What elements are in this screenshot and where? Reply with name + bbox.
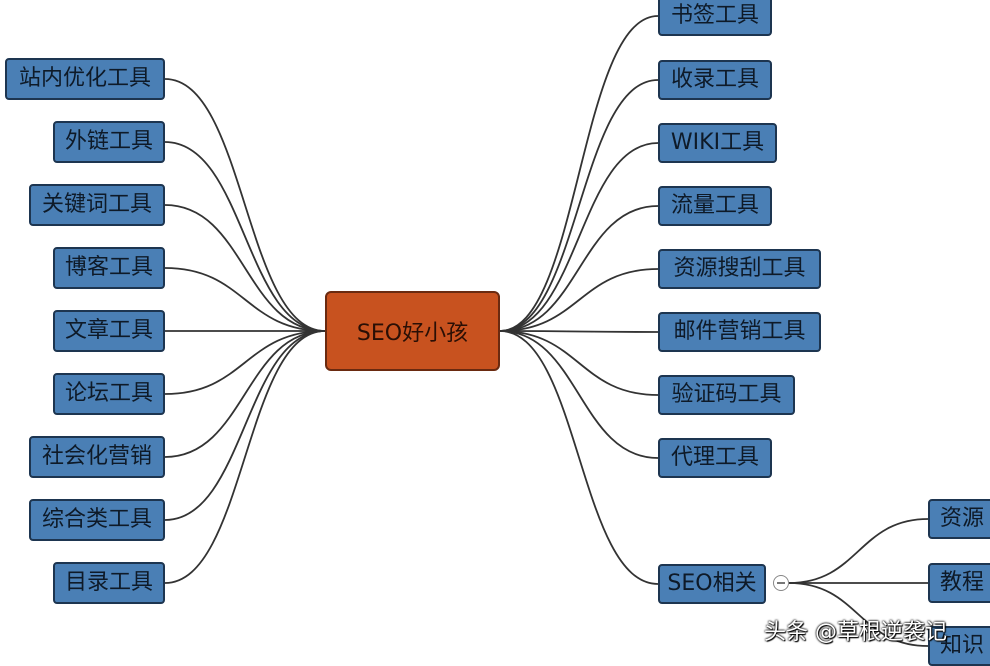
node-proxy-tools[interactable]: 代理工具 bbox=[658, 438, 772, 478]
connector-left-1 bbox=[164, 141, 326, 332]
node-forum-tools[interactable]: 论坛工具 bbox=[53, 373, 165, 415]
node-wiki-tools[interactable]: WIKI工具 bbox=[658, 123, 777, 163]
connector-right-1 bbox=[499, 79, 659, 332]
connector-right-3 bbox=[499, 205, 659, 332]
connector-left-5 bbox=[164, 330, 326, 395]
connector-right-0 bbox=[499, 15, 659, 332]
connector-left-0 bbox=[164, 78, 326, 332]
node-email-marketing-tools[interactable]: 邮件营销工具 bbox=[658, 312, 821, 352]
watermark: 头条 @草根逆袭记 bbox=[764, 620, 947, 645]
node-keyword-tools[interactable]: 关键词工具 bbox=[29, 184, 165, 226]
node-blog-tools[interactable]: 博客工具 bbox=[53, 247, 165, 289]
node-onsite-optimization-tools[interactable]: 站内优化工具 bbox=[5, 58, 165, 100]
central-topic[interactable]: SEO好小孩 bbox=[325, 291, 500, 371]
node-tutorials[interactable]: 教程 bbox=[928, 563, 990, 603]
node-comprehensive-tools[interactable]: 综合类工具 bbox=[29, 499, 165, 541]
connector-right-8 bbox=[499, 330, 659, 585]
connector-right-7 bbox=[499, 330, 659, 459]
connector-right-2 bbox=[499, 142, 659, 332]
connector-left-7 bbox=[164, 330, 326, 521]
connector-seo-0 bbox=[788, 518, 929, 584]
connector-seo-2 bbox=[788, 582, 929, 647]
node-traffic-tools[interactable]: 流量工具 bbox=[658, 186, 772, 226]
node-captcha-tools[interactable]: 验证码工具 bbox=[658, 375, 795, 415]
node-article-tools[interactable]: 文章工具 bbox=[53, 310, 165, 352]
connector-left-2 bbox=[164, 204, 326, 332]
node-directory-tools[interactable]: 目录工具 bbox=[53, 562, 165, 604]
connector-right-4 bbox=[499, 268, 659, 332]
node-resources[interactable]: 资源 bbox=[928, 499, 990, 539]
collapse-toggle-icon[interactable] bbox=[773, 575, 789, 591]
node-resource-scraping-tools[interactable]: 资源搜刮工具 bbox=[658, 249, 821, 289]
connector-left-6 bbox=[164, 330, 326, 458]
node-bookmark-tools[interactable]: 书签工具 bbox=[658, 0, 772, 36]
node-seo-related[interactable]: SEO相关 bbox=[658, 564, 766, 604]
node-social-marketing[interactable]: 社会化营销 bbox=[29, 436, 165, 478]
node-indexing-tools[interactable]: 收录工具 bbox=[658, 60, 772, 100]
connector-right-6 bbox=[499, 330, 659, 396]
connector-right-5 bbox=[499, 330, 659, 333]
connector-left-3 bbox=[164, 267, 326, 332]
connector-left-8 bbox=[164, 330, 326, 584]
node-backlink-tools[interactable]: 外链工具 bbox=[53, 121, 165, 163]
